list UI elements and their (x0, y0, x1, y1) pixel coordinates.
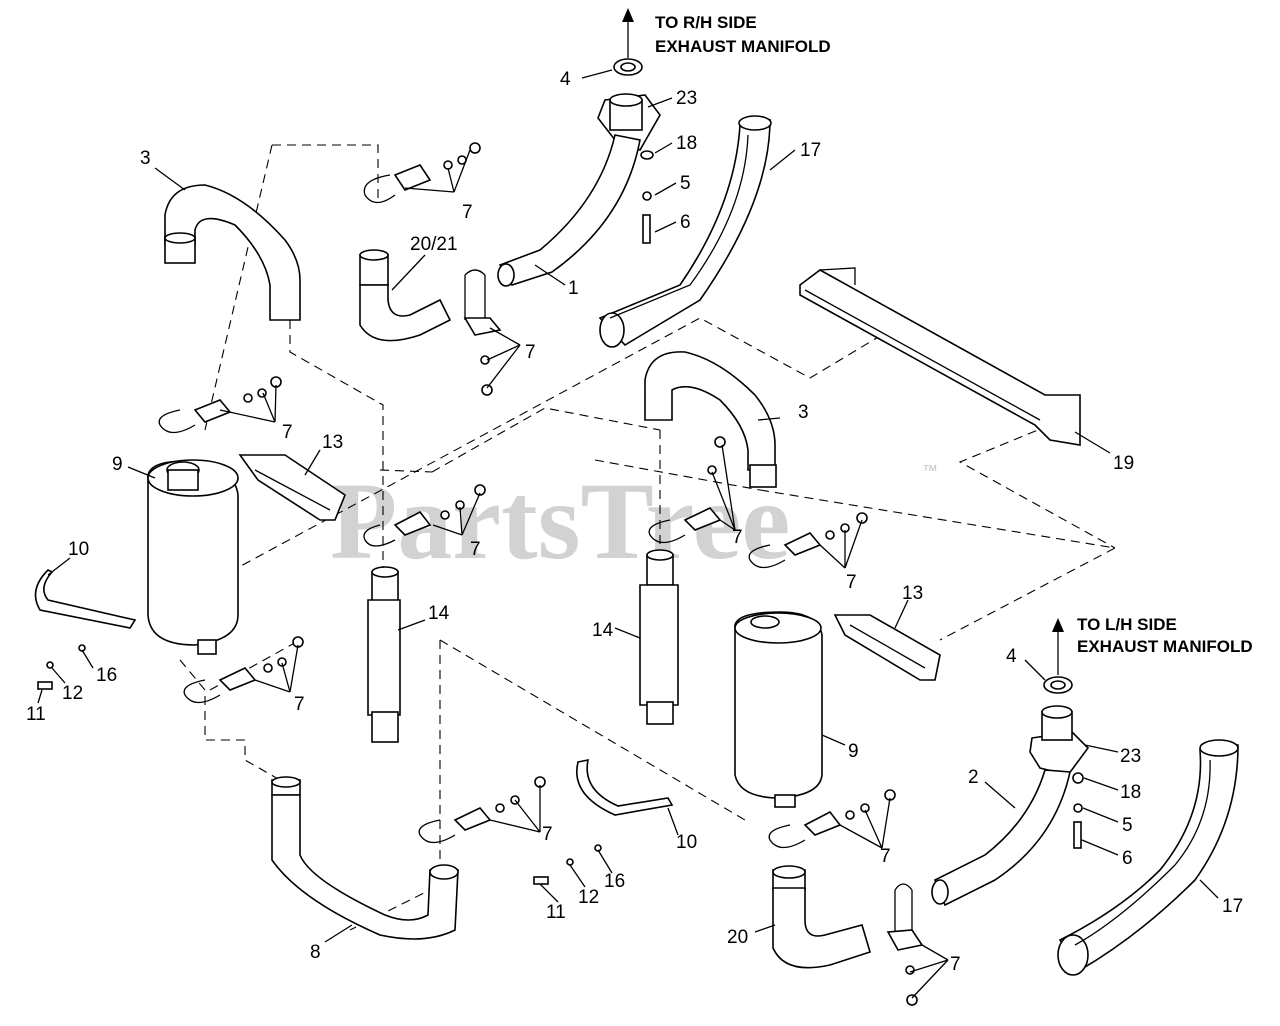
strap-10-left (34, 569, 137, 629)
callout-4-lh: 4 (1006, 646, 1017, 667)
callout-16-center: 16 (604, 871, 625, 892)
callout-5-lh: 5 (1122, 815, 1133, 836)
callout-3-left: 3 (140, 148, 151, 169)
callout-6-rh: 6 (680, 212, 691, 233)
callout-8: 8 (310, 942, 321, 963)
muffler-9-right (734, 611, 823, 808)
watermark-trademark: ™ (922, 463, 938, 480)
callout-10-center: 10 (676, 832, 697, 853)
callout-9-left: 9 (112, 454, 123, 475)
clamp-7-center (363, 484, 486, 547)
callout-19: 19 (1113, 453, 1134, 474)
callout-13-left: 13 (322, 432, 343, 453)
callout-18-rh: 18 (676, 133, 697, 154)
exhaust-pipe-1 (497, 93, 661, 287)
resonator-14-left (367, 566, 401, 743)
callout-12-left: 12 (62, 683, 83, 704)
callout-17-lh: 17 (1222, 896, 1243, 917)
callout-20: 20 (727, 927, 748, 948)
gasket-4-rh (613, 8, 643, 76)
exhaust-pipe-2 (931, 705, 1090, 907)
gasket-4-lh (1043, 618, 1073, 694)
callout-6-lh: 6 (1122, 848, 1133, 869)
callout-2: 2 (968, 767, 979, 788)
callout-23-rh: 23 (676, 88, 697, 109)
clamp-7-right-b (748, 512, 868, 569)
callout-4-rh: 4 (560, 69, 571, 90)
tailpipe-3-right (644, 351, 777, 488)
heat-shield-17-lh (1057, 739, 1239, 976)
hardware-11-12-16-center (533, 844, 602, 885)
callout-7-right-a: 7 (732, 527, 743, 548)
clamp-7-bottom-right (886, 883, 924, 1006)
rail-19 (799, 267, 1081, 446)
bracket-13-left (238, 454, 346, 521)
hardware-18-5-6-lh (1072, 772, 1084, 849)
clamp-7-lower-center (418, 776, 546, 844)
callout-7-top: 7 (462, 202, 473, 223)
callout-7-center: 7 (470, 539, 481, 560)
callout-7-lower-right: 7 (880, 846, 891, 867)
heat-shield-17-rh (598, 115, 772, 348)
callout-7-mid: 7 (525, 342, 536, 363)
callout-14-right: 14 (592, 620, 614, 641)
callout-7-left-upper: 7 (282, 422, 293, 443)
clamp-7-left-upper (158, 376, 282, 434)
bracket-13-right (833, 614, 941, 681)
clamp-7-lower-right (768, 789, 896, 849)
callout-18-lh: 18 (1120, 782, 1141, 803)
callout-9-right: 9 (848, 741, 859, 762)
note-rh-line2: EXHAUST MANIFOLD (655, 37, 831, 56)
note-lh-line2: EXHAUST MANIFOLD (1077, 637, 1253, 656)
callout-7-right-b: 7 (846, 572, 857, 593)
note-rh-line1: TO R/H SIDE (655, 13, 757, 32)
callout-7-lower-center: 7 (542, 824, 553, 845)
callout-10-left: 10 (68, 539, 89, 560)
muffler-9-left (147, 459, 239, 655)
clamp-7-top (363, 142, 481, 204)
callout-13-right: 13 (902, 583, 923, 604)
callout-11-left: 11 (26, 704, 46, 725)
pipe-8 (271, 776, 459, 940)
pipe-20 (772, 865, 871, 969)
callout-14-left: 14 (428, 603, 450, 624)
callout-7-left-lower: 7 (294, 694, 305, 715)
tailpipe-3-left (164, 184, 301, 321)
pipe-20-21 (359, 249, 452, 342)
leader-lines (37, 69, 1219, 999)
callout-17-rh: 17 (800, 140, 821, 161)
callout-1: 1 (568, 278, 579, 299)
note-lh-line1: TO L/H SIDE (1077, 615, 1177, 634)
callout-12-center: 12 (578, 887, 599, 908)
callout-23-lh: 23 (1120, 746, 1141, 767)
clamp-7-right-a (648, 436, 726, 544)
callout-3-right: 3 (798, 402, 809, 423)
callout-20-21: 20/21 (410, 234, 458, 255)
clamp-7-left-lower (183, 636, 304, 704)
strap-10-center (576, 758, 674, 816)
callout-16-left: 16 (96, 665, 117, 686)
callout-5-rh: 5 (680, 173, 691, 194)
resonator-14-right (639, 549, 679, 725)
callout-11-center: 11 (546, 902, 566, 923)
clamp-7-mid-a (463, 269, 502, 396)
hardware-18-5-6-rh (640, 150, 654, 244)
callout-7-bottom-right: 7 (950, 954, 961, 975)
